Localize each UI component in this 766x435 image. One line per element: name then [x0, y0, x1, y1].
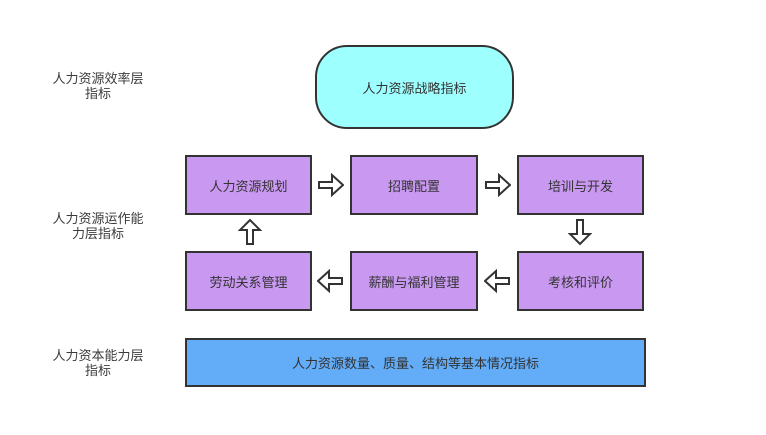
process-box-labor-relations-label: 劳动关系管理: [209, 275, 288, 291]
layer-label-capital-line1: 人力资本能力层: [52, 349, 144, 364]
layer-label-operation-line1: 人力资源运作能: [52, 212, 144, 227]
strategy-node-label: 人力资源战略指标: [362, 81, 467, 97]
process-box-training: 培训与开发: [517, 155, 644, 215]
process-box-training-label: 培训与开发: [547, 179, 613, 195]
strategy-node: 人力资源战略指标: [315, 45, 514, 129]
process-box-hr-planning-label: 人力资源规划: [209, 179, 288, 195]
process-box-compensation: 薪酬与福利管理: [350, 251, 478, 311]
layer-label-operation-line2: 力层指标: [71, 227, 124, 242]
layer-label-efficiency-line2: 指标: [84, 87, 111, 102]
arrow-up-icon: [238, 218, 262, 246]
process-box-labor-relations: 劳动关系管理: [185, 251, 312, 311]
layer-label-efficiency: 人力资源效率层 指标: [40, 72, 156, 102]
process-box-compensation-label: 薪酬与福利管理: [368, 275, 460, 291]
arrow-right-icon: [484, 173, 511, 197]
base-indicator-bar: 人力资源数量、质量、结构等基本情况指标: [185, 338, 646, 387]
arrow-left-icon: [484, 269, 511, 293]
process-box-hr-planning: 人力资源规划: [185, 155, 312, 215]
arrow-left-icon: [317, 269, 344, 293]
process-box-recruitment: 招聘配置: [350, 155, 478, 215]
process-box-appraisal-label: 考核和评价: [547, 275, 613, 291]
layer-label-operation: 人力资源运作能 力层指标: [40, 212, 156, 242]
layer-label-efficiency-line1: 人力资源效率层: [52, 72, 144, 87]
layer-label-capital: 人力资本能力层 指标: [40, 349, 156, 379]
layer-label-capital-line2: 指标: [84, 364, 111, 379]
arrow-down-icon: [568, 218, 592, 246]
arrow-right-icon: [317, 173, 344, 197]
process-box-appraisal: 考核和评价: [517, 251, 644, 311]
base-indicator-bar-label: 人力资源数量、质量、结构等基本情况指标: [291, 357, 539, 372]
process-box-recruitment-label: 招聘配置: [387, 179, 440, 195]
